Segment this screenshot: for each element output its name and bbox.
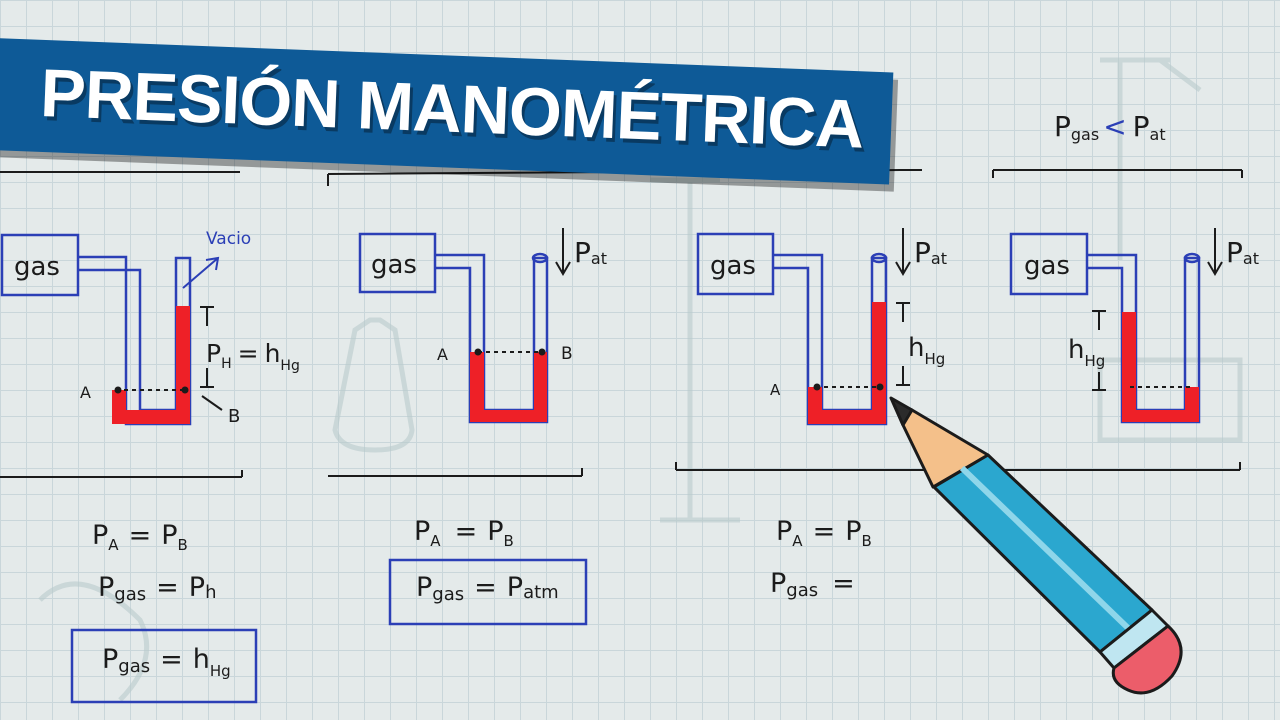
manometer-2: gas A B Pat [358, 228, 607, 424]
equation-d1-line2: Pgas=Ph [98, 572, 216, 605]
point-b-dot [181, 386, 189, 394]
result-box-2 [388, 558, 588, 626]
manometer-1: gas A B Vacio PH=hHg [0, 229, 300, 427]
atmospheric-label: Pat [574, 236, 607, 269]
atmospheric-arrow [1207, 228, 1223, 276]
point-a-dot [813, 383, 821, 391]
equation-d3-line1: PA=PB [776, 516, 872, 550]
manometer-3: gas A Pat hHg [696, 228, 947, 426]
atmospheric-arrow [555, 228, 571, 276]
point-a-dot [114, 386, 122, 394]
atmospheric-arrow [895, 228, 911, 276]
equation-d1-line1: PA=PB [92, 520, 188, 554]
condition-label: Pgas<Pat [1054, 110, 1166, 144]
gas-label: gas [371, 250, 417, 280]
equation-d2-line2: Pgas=Patm [416, 572, 559, 605]
tube-opening [531, 252, 549, 264]
b-pointer-arrow [201, 395, 223, 411]
atmospheric-label: Pat [1226, 236, 1259, 269]
mercury-column [470, 352, 547, 422]
point-a-label: A [770, 381, 781, 399]
tube-opening [870, 252, 888, 264]
background-sketches [38, 57, 1243, 702]
gas-box [696, 232, 775, 296]
height-marker [1092, 310, 1106, 391]
equations: PA=PB Pgas=Ph Pgas=hHg PA=PB Pgas=Patm P… [70, 516, 872, 704]
point-b-label: B [228, 406, 240, 427]
u-tube [435, 253, 549, 424]
vacuum-arrow [182, 256, 220, 289]
gas-label: gas [710, 251, 756, 281]
gas-label: gas [14, 252, 60, 282]
atmospheric-label: Pat [914, 236, 947, 269]
height-marker [200, 306, 214, 388]
gas-box [0, 233, 80, 297]
gas-label: gas [1024, 251, 1070, 281]
point-b-label: B [561, 344, 573, 364]
gas-box [358, 232, 437, 294]
pencil-icon [889, 396, 1183, 695]
vacuum-label: Vacio [206, 229, 251, 249]
tube-opening [1183, 252, 1201, 264]
point-a-label: A [80, 383, 91, 402]
point-b-dot [538, 348, 546, 356]
pressure-eq-text: PH=hHg [206, 339, 300, 374]
equation-d3-line2: Pgas= [770, 568, 855, 601]
equation-d1-line3: Pgas=hHg [102, 644, 231, 680]
manometer-4: gas Pat hHg [1009, 228, 1259, 424]
point-a-dot [474, 348, 482, 356]
mercury-column [1122, 312, 1199, 422]
u-tube [773, 253, 888, 426]
equation-d2-line1: PA=PB [414, 516, 514, 550]
point-b-dot [876, 383, 884, 391]
gas-box [1009, 232, 1089, 296]
mercury-column [808, 302, 886, 424]
height-label: hHg [1068, 335, 1105, 370]
result-box-1 [70, 628, 258, 704]
height-label: hHg [908, 333, 945, 368]
u-tube [1087, 253, 1201, 424]
u-tube [78, 255, 192, 426]
height-marker [896, 302, 910, 386]
point-a-label: A [437, 345, 448, 364]
